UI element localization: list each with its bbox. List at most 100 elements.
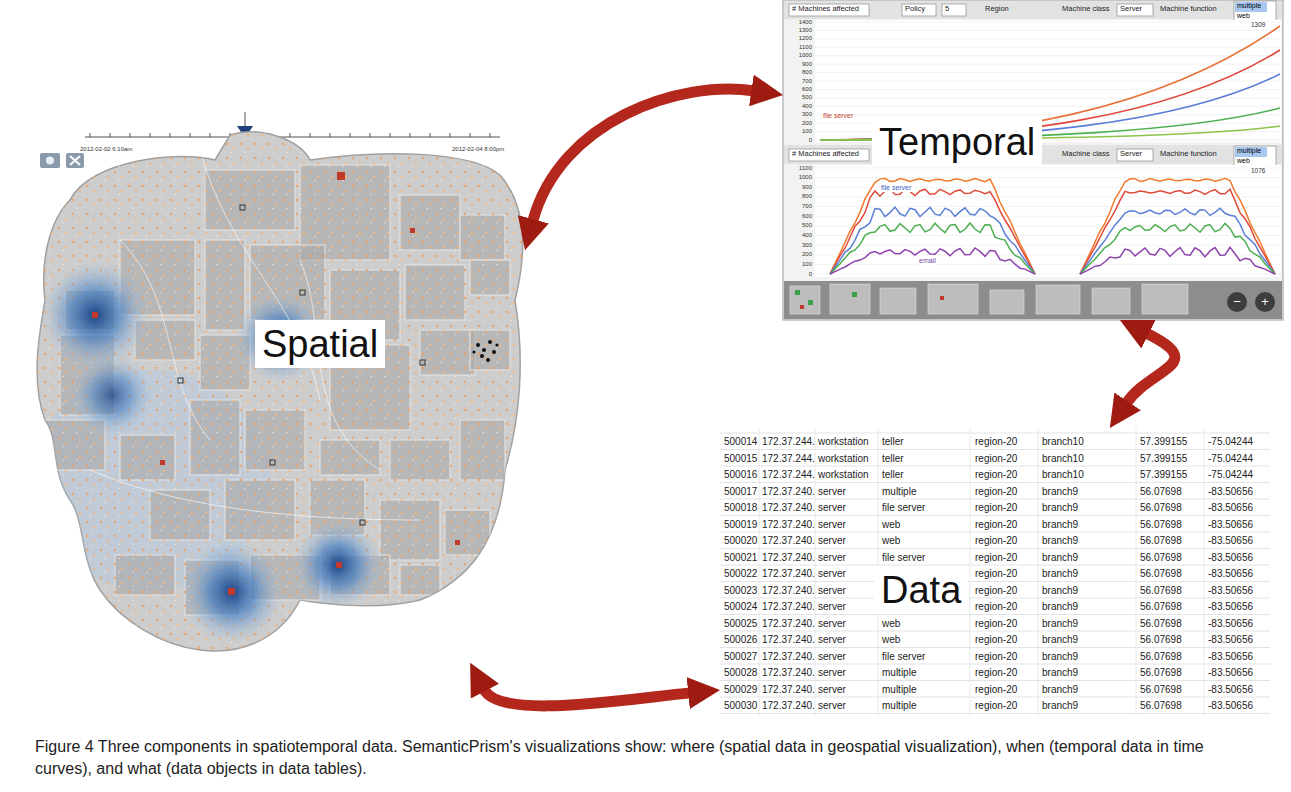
table-cell: 56.07698	[1140, 585, 1182, 597]
table-cell: 500018	[724, 502, 757, 514]
table-cell: branch10	[1042, 436, 1084, 448]
chart-label: 500	[802, 222, 812, 229]
chart-label: 900	[802, 184, 812, 191]
chart-label: 400	[802, 232, 812, 239]
table-cell: 56.07698	[1140, 486, 1182, 498]
table-cell: 56.07698	[1140, 601, 1182, 613]
table-cell: server	[818, 568, 846, 580]
grid-line	[815, 168, 1281, 169]
table-cell: -75.04244	[1208, 436, 1253, 448]
chart-label: 600	[802, 86, 812, 93]
table-cell: -83.50656	[1208, 618, 1253, 630]
connector-arrow	[484, 690, 690, 706]
table-rule	[970, 428, 971, 716]
toolbar-icons	[40, 153, 84, 168]
table-cell: -83.50656	[1208, 535, 1253, 547]
chart-label: Server	[1120, 5, 1142, 14]
chart-label: multiple	[1237, 147, 1261, 155]
table-cell: 500025	[724, 618, 757, 630]
table-rule	[720, 482, 1270, 483]
table-cell: server	[818, 486, 846, 498]
table-cell: 500023	[724, 585, 757, 597]
table-cell: file server	[882, 552, 925, 564]
table-cell: 56.07698	[1140, 519, 1182, 531]
chart-label: 1000	[799, 52, 812, 59]
table-cell: 172.37.240.	[762, 667, 815, 679]
table-cell: region-20	[975, 667, 1017, 679]
table-cell: server	[818, 684, 846, 696]
time-curve	[830, 223, 1035, 274]
table-cell: branch9	[1042, 486, 1078, 498]
table-cell: region-20	[975, 634, 1017, 646]
table-rule	[720, 713, 1270, 714]
chart-label: 1100	[799, 165, 812, 172]
table-cell: region-20	[975, 436, 1017, 448]
table-cell: -75.04244	[1208, 469, 1253, 481]
time-curve	[830, 188, 1035, 274]
chart-label: multiple	[1237, 2, 1261, 10]
table-cell: -83.50656	[1208, 634, 1253, 646]
chart-label: # Machines affected	[792, 5, 859, 14]
table-cell: 172.37.240.	[762, 519, 815, 531]
table-cell: multiple	[882, 700, 916, 712]
table-cell: web	[882, 535, 900, 547]
timeline-label: 2012-02-02 6:10am	[80, 146, 132, 153]
grid-line	[815, 274, 1281, 275]
table-cell: branch9	[1042, 634, 1078, 646]
chart-label: web	[1237, 157, 1250, 165]
table-cell: branch10	[1042, 469, 1084, 481]
time-curve	[830, 248, 1035, 274]
chart-label: Machine class	[1062, 150, 1110, 159]
table-cell: 56.07698	[1140, 502, 1182, 514]
grid-line	[815, 264, 1281, 265]
table-cell: workstation	[818, 436, 869, 448]
table-cell: server	[818, 535, 846, 547]
table-cell: server	[818, 634, 846, 646]
table-cell: server	[818, 651, 846, 663]
chart-label: 800	[802, 69, 812, 76]
time-curve	[1080, 247, 1275, 274]
table-cell: 500019	[724, 519, 757, 531]
table-cell: 56.07698	[1140, 700, 1182, 712]
table-cell: region-20	[975, 601, 1017, 613]
chart-label: 200	[802, 120, 812, 127]
table-cell: 56.07698	[1140, 634, 1182, 646]
table-cell: multiple	[882, 486, 916, 498]
grid-line	[815, 106, 1281, 107]
table-cell: region-20	[975, 568, 1017, 580]
table-rule	[720, 664, 1270, 665]
chart-label: +	[1261, 295, 1269, 310]
table-cell: region-20	[975, 552, 1017, 564]
chart-label: 300	[802, 111, 812, 118]
table-rule	[720, 532, 1270, 533]
table-rule	[720, 614, 1270, 615]
table-cell: -83.50656	[1208, 684, 1253, 696]
table-rule	[720, 680, 1270, 681]
table-cell: -83.50656	[1208, 502, 1253, 514]
table-rule	[720, 598, 1270, 599]
connector-arrow	[533, 89, 754, 221]
chart-label: 400	[802, 103, 812, 110]
panel-label: Temporal	[872, 118, 1042, 166]
table-cell: -83.50656	[1208, 486, 1253, 498]
table-cell: 172.37.240.	[762, 568, 815, 580]
chart-label: 100	[802, 261, 812, 268]
table-cell: -83.50656	[1208, 585, 1253, 597]
chart-label: 900	[802, 61, 812, 68]
chart-label: 1309	[1250, 21, 1266, 28]
timeline	[85, 112, 500, 138]
table-cell: -83.50656	[1208, 568, 1253, 580]
table-cell: 57.399155	[1140, 453, 1187, 465]
table-cell: -83.50656	[1208, 601, 1253, 613]
table-cell: 172.37.240.	[762, 700, 815, 712]
time-curve	[1080, 178, 1275, 274]
table-cell: region-20	[975, 486, 1017, 498]
table-cell: 57.399155	[1140, 469, 1187, 481]
connector-arrow	[1127, 333, 1175, 403]
table-rule	[720, 697, 1270, 698]
data-table	[720, 428, 1270, 718]
table-cell: server	[818, 618, 846, 630]
grid-line	[815, 38, 1281, 39]
table-cell: server	[818, 601, 846, 613]
